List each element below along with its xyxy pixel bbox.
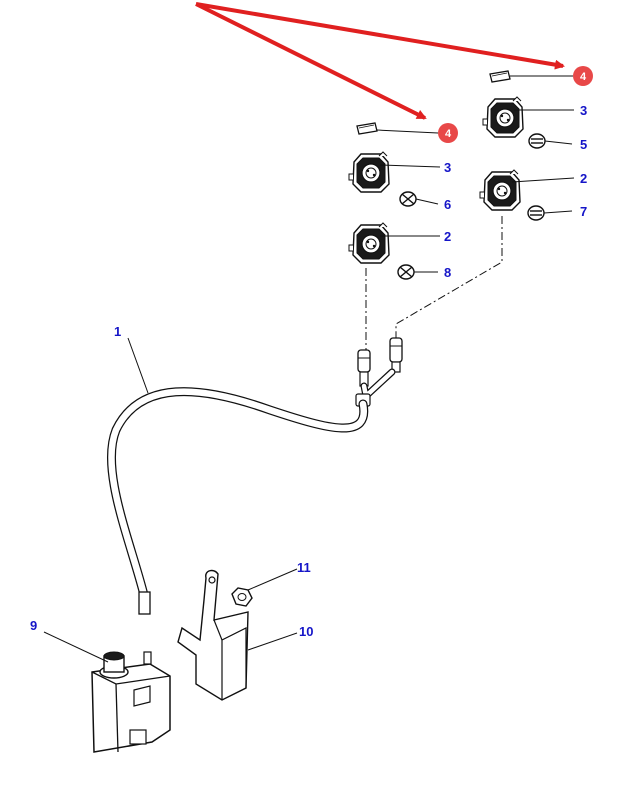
label-10: 10	[299, 624, 313, 639]
callout-arrow-right	[195, 2, 565, 70]
callout-badge-text-right: 4	[580, 71, 587, 83]
label-7: 7	[580, 204, 587, 219]
lamp-holder-3-right	[482, 96, 524, 138]
label-5: 5	[580, 137, 587, 152]
connector-left	[357, 349, 371, 387]
callout-arrow-left	[195, 2, 427, 120]
bulb-8	[397, 264, 415, 280]
label-3-left: 3	[444, 160, 451, 175]
callout-badge-text-left: 4	[445, 128, 452, 140]
label-1: 1	[114, 324, 121, 339]
cable-harness	[106, 387, 369, 600]
bulb-7	[527, 205, 545, 221]
sensor-unit	[91, 651, 171, 753]
label-11: 11	[297, 560, 311, 575]
leader-line-right	[395, 216, 503, 338]
lamp-holder-2-right	[479, 169, 521, 211]
label-2-right: 2	[580, 171, 587, 186]
lens-cap-right	[489, 70, 511, 83]
callout-badge-right: 4	[573, 66, 593, 86]
lens-cap-left	[356, 122, 378, 135]
lamp-holder-3-left	[348, 151, 390, 193]
bulb-5	[528, 133, 546, 149]
label-6: 6	[444, 197, 451, 212]
label-3-right: 3	[580, 103, 587, 118]
lamp-holder-2-left	[348, 222, 390, 264]
bulb-6	[399, 191, 417, 207]
label-2-left: 2	[444, 229, 451, 244]
label-8: 8	[444, 265, 451, 280]
mounting-bracket	[177, 569, 249, 701]
connector-right	[389, 337, 403, 373]
label-9: 9	[30, 618, 37, 633]
callout-badge-left: 4	[438, 123, 458, 143]
nut	[231, 587, 253, 607]
